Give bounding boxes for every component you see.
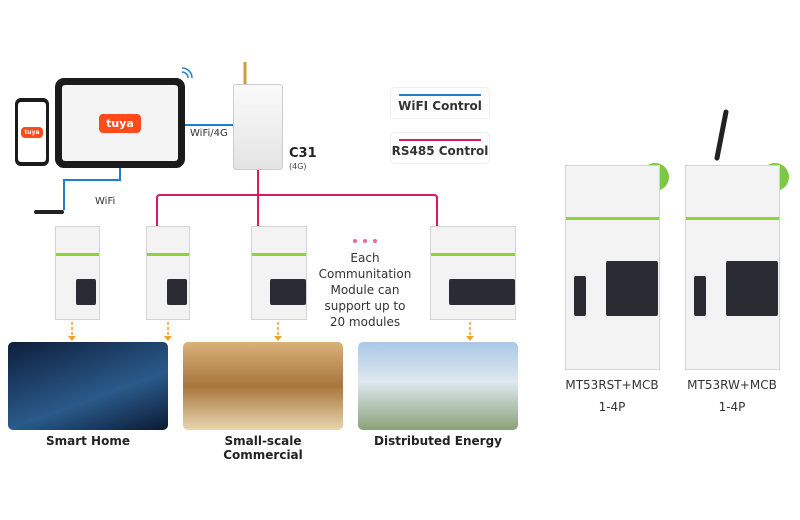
product-mt53rst [565, 165, 660, 370]
tuya-logo: tuya [21, 126, 43, 138]
device-sub: (4G) [289, 162, 307, 171]
breaker-4p [430, 226, 516, 320]
product-mt53rw [685, 165, 780, 370]
caption-commercial: Small-scale Commercial [223, 434, 303, 462]
breaker-2p [251, 226, 307, 320]
arrows [71, 322, 471, 338]
commercial-image [183, 342, 343, 430]
product-name: MT53RW+MCB [687, 378, 777, 392]
breaker-1p [55, 226, 100, 320]
wifi-line [63, 168, 121, 210]
device-name: C31 [289, 146, 317, 161]
caption-energy: Distributed Energy [374, 434, 502, 448]
energy-image [358, 342, 518, 430]
wifi-signal-icon [181, 67, 193, 79]
product-name: MT53RST+MCB [565, 378, 659, 392]
wifi-label: WiFi [95, 196, 116, 207]
smart-home-image [8, 342, 168, 430]
legend-rs485: RS485 Control [390, 132, 490, 164]
legend-wifi: WiFI Control [390, 87, 490, 119]
tablet: tuya [55, 78, 185, 168]
smartphone: tuya [15, 98, 49, 166]
tuya-logo: tuya [99, 113, 141, 133]
product-poles: 1-4P [598, 400, 626, 414]
c31-module [233, 84, 283, 170]
antenna-icon [714, 109, 729, 161]
product-poles: 1-4P [718, 400, 746, 414]
breaker-1p [146, 226, 190, 320]
rs485-line [156, 170, 438, 228]
wifi-4g-label: WiFi/4G [190, 128, 228, 139]
caption-smart-home: Smart Home [45, 434, 130, 448]
